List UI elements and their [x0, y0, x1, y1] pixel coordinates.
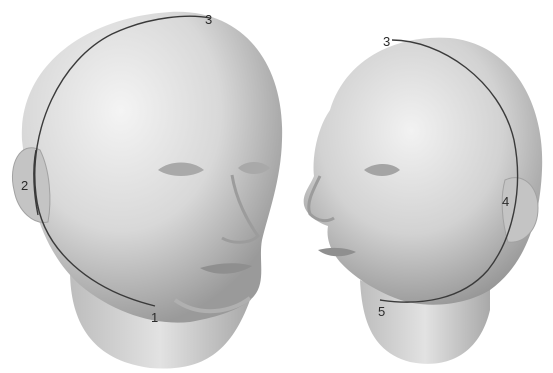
- left-label-3: 3: [205, 12, 212, 27]
- right-label-4: 4: [502, 194, 509, 209]
- right-head-shape: [304, 38, 542, 305]
- left-label-2: 2: [21, 178, 28, 193]
- left-head: 1 2 3: [12, 12, 282, 369]
- right-head: 3 4 5: [304, 34, 542, 364]
- right-label-5: 5: [378, 304, 385, 319]
- right-label-3: 3: [383, 34, 390, 49]
- left-label-1: 1: [151, 310, 158, 325]
